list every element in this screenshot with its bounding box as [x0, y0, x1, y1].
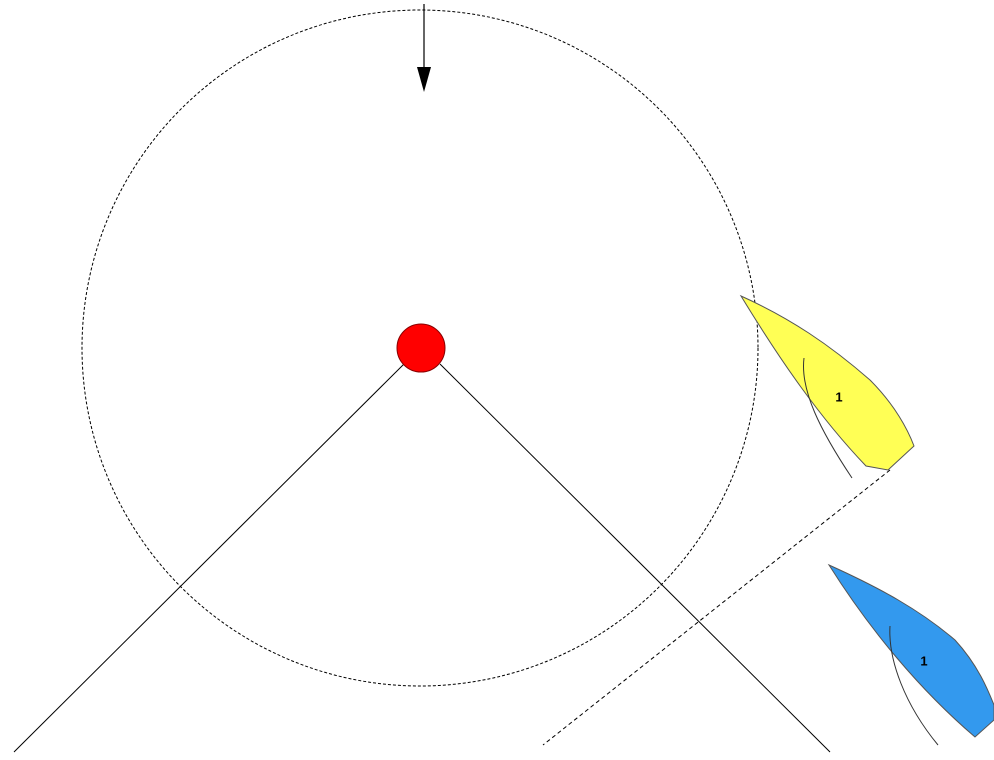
down-arrow-icon [417, 4, 431, 92]
zone-circle [81, 9, 759, 687]
boat-label: 1 [920, 653, 927, 668]
round-mark [396, 323, 446, 373]
sailboat-hull [739, 294, 915, 471]
sail-line [802, 357, 853, 479]
sail-line [889, 625, 939, 746]
boat-label: 1 [835, 389, 842, 404]
yellow-boat: 1 [739, 294, 915, 479]
layline-left [13, 363, 405, 753]
layline-right [439, 363, 831, 753]
blue-boat: 1 [827, 563, 994, 746]
sailboat-hull [827, 563, 994, 738]
boat-track-line [542, 469, 891, 746]
